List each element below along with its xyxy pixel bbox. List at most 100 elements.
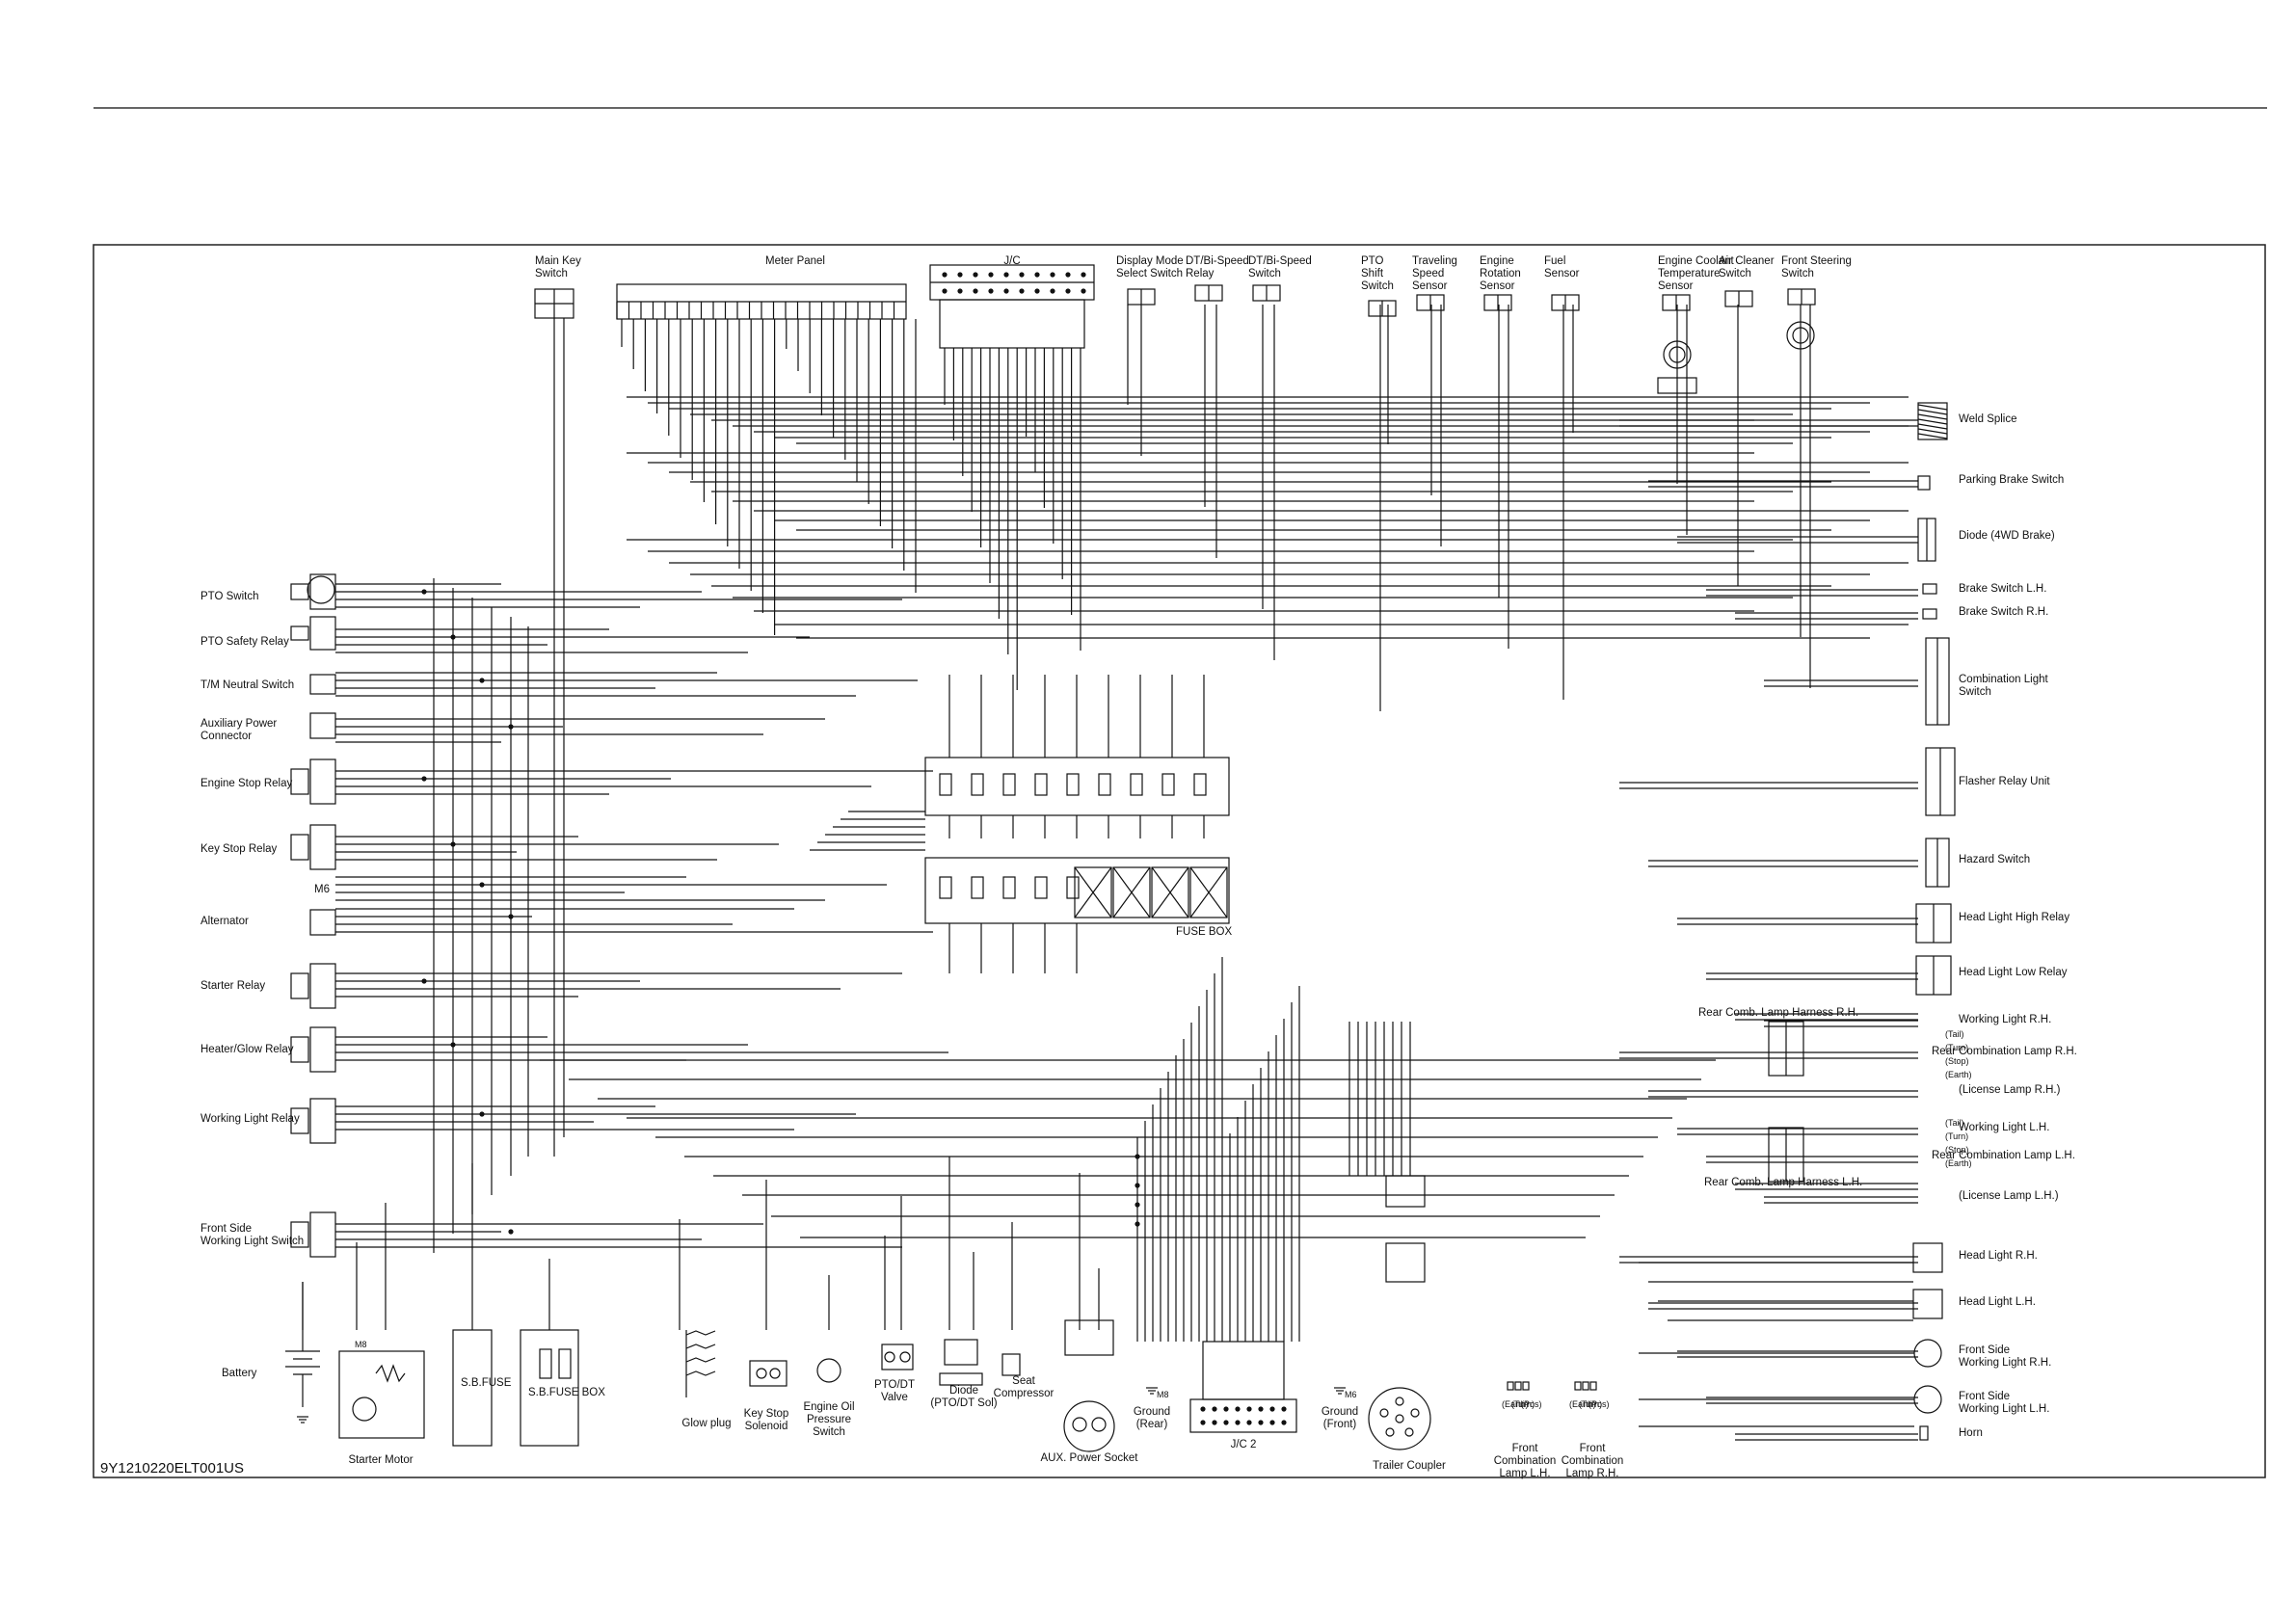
weld-splice-block — [1917, 402, 1948, 440]
jc-pin — [973, 288, 978, 294]
right-component-label: Rear Comb. Lamp Harness R.H. — [1698, 1007, 1858, 1019]
brake-switch-lh-connector — [1922, 583, 1937, 595]
wire-junction — [421, 776, 427, 782]
front-lamp-rh-terminal — [1582, 1381, 1589, 1391]
jc-pin — [1003, 272, 1009, 278]
rear-lamp-pin-lh: (Stop) — [1945, 1145, 1969, 1155]
left-component-label: Working Light Relay — [200, 1113, 300, 1125]
bottom-component-label: S.B.FUSE BOX — [528, 1387, 605, 1398]
bottom-component-label: Diode(PTO/DT Sol) — [930, 1385, 997, 1409]
trailer-coupler — [1368, 1387, 1431, 1450]
fuse — [539, 1348, 552, 1379]
jc-pin — [988, 288, 994, 294]
right-component-label: Working Light L.H. — [1959, 1122, 2049, 1133]
front-lamp-pin-lh: (Earth) — [1502, 1399, 1529, 1409]
right-component-label: Weld Splice — [1959, 413, 2017, 425]
heater-glow-relay-relay-coil — [290, 1036, 309, 1063]
pto-switch-body — [307, 575, 335, 604]
bottom-component-label: Battery — [222, 1368, 257, 1379]
fuse — [1034, 876, 1048, 899]
right-component-label: Brake Switch R.H. — [1959, 606, 2048, 618]
right-component-label: Brake Switch L.H. — [1959, 583, 2046, 595]
diagram-code: 9Y1210220ELT001US — [100, 1460, 244, 1477]
jc-pin — [1050, 288, 1055, 294]
glow-plug-element — [685, 1330, 716, 1336]
jc-pin — [957, 272, 963, 278]
coolant-sensor-core — [1669, 346, 1686, 363]
jc2-pin — [1235, 1406, 1241, 1412]
fuse — [971, 773, 984, 796]
bottom-component-label: S.B.FUSE — [461, 1377, 512, 1389]
fuse-box-upper — [924, 757, 1230, 816]
tm-neutral-switch-connector — [309, 674, 336, 695]
bottom-component-label: Ground(Front) — [1322, 1406, 1358, 1430]
right-component-label: Hazard Switch — [1959, 854, 2030, 865]
wire-junction — [479, 678, 485, 683]
jc2-pin — [1258, 1406, 1264, 1412]
left-component-label: Engine Stop Relay — [200, 778, 293, 789]
right-component-label: (License Lamp R.H.) — [1959, 1084, 2061, 1096]
fuse — [939, 773, 952, 796]
pto-switch-connector — [309, 573, 336, 610]
rear-lamp-pin-lh: (Turn) — [1945, 1131, 1968, 1141]
front-lamp-pin-rh: (Pos) — [1589, 1399, 1610, 1409]
jc2-pin — [1269, 1420, 1275, 1425]
bottom-component-label: AUX. Power Socket — [1041, 1452, 1139, 1464]
jc-pin — [1034, 272, 1040, 278]
right-component-label: Rear Comb. Lamp Harness L.H. — [1704, 1177, 1862, 1188]
right-component-label: Head Light R.H. — [1959, 1250, 2038, 1262]
jc2-connector — [1189, 1398, 1297, 1433]
rear-lamp-pin-rh: (Tail) — [1945, 1029, 1964, 1039]
jc2-pin — [1246, 1406, 1252, 1412]
fuse — [1002, 773, 1016, 796]
empty-fuse-slot — [1112, 866, 1151, 918]
wire-junction — [1135, 1221, 1140, 1227]
aux-power-connector-connector — [309, 712, 336, 739]
jc-pin — [1003, 288, 1009, 294]
trailer-coupler-connector — [1385, 1242, 1426, 1283]
front-working-light-switch-relay-coil — [290, 1221, 309, 1248]
jc-pin — [957, 288, 963, 294]
empty-fuse-slot — [1074, 866, 1112, 918]
starter-relay-connector — [309, 963, 336, 1009]
right-component-label: Head Light High Relay — [1959, 912, 2069, 923]
working-light-relay-relay-coil — [290, 1107, 309, 1134]
rear-lamp-pin-lh: (Earth) — [1945, 1158, 1972, 1168]
jc2-pin — [1246, 1420, 1252, 1425]
wire-harness — [302, 305, 1918, 1441]
jc-pin — [1081, 272, 1086, 278]
right-component-label: Rear Combination Lamp R.H. — [1932, 1046, 2077, 1057]
jc2-pin — [1200, 1420, 1206, 1425]
jc2-pin — [1258, 1420, 1264, 1425]
right-component-label: (License Lamp L.H.) — [1959, 1190, 2059, 1202]
jc-pin — [1034, 288, 1040, 294]
bottom-component-label: Glow plug — [681, 1418, 731, 1429]
oil-pressure-switch — [816, 1358, 841, 1383]
coupler-pin — [1385, 1427, 1395, 1437]
front-lamp-pin-rh: (Earth) — [1569, 1399, 1596, 1409]
jc2-pin — [1223, 1406, 1229, 1412]
parking-brake-switch-connector — [1917, 475, 1931, 491]
pto-safety-relay-relay-coil — [290, 625, 309, 641]
coupler-pin — [1404, 1427, 1414, 1437]
coupler-pin — [1410, 1408, 1420, 1418]
engine-stop-relay-relay-coil — [290, 768, 309, 795]
glow-plug-element — [685, 1357, 716, 1363]
starter-solenoid-coil — [375, 1364, 406, 1383]
diode-pto-dt-sol — [939, 1372, 983, 1386]
empty-fuse-slot — [1189, 866, 1228, 918]
bottom-component-label: Starter Motor — [348, 1454, 413, 1466]
left-component-label: M6 — [314, 884, 330, 895]
head-light-rh-connector — [1912, 1242, 1943, 1273]
